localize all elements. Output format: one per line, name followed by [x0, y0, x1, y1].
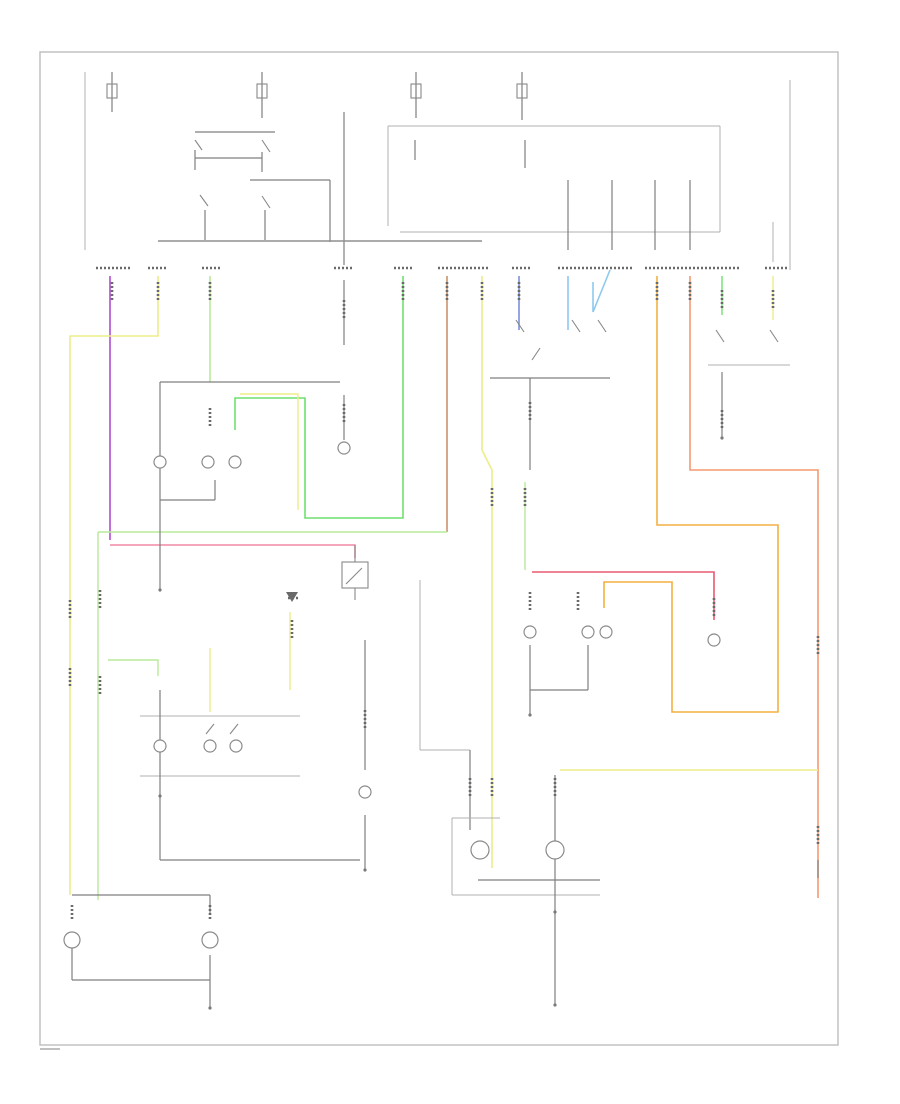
fuse-feed-1: [84, 72, 118, 250]
diagram-border: [39, 51, 839, 1046]
light-blue-wire: [567, 269, 611, 330]
lamp: [153, 739, 167, 753]
lamp: [599, 625, 613, 639]
lamp: [228, 455, 242, 469]
red-band: [532, 571, 715, 620]
diode: [286, 592, 298, 602]
orange-wire: [603, 276, 779, 713]
grounds: [158, 436, 724, 1010]
lamp: [153, 455, 167, 469]
lamp: [523, 625, 537, 639]
lamp: [581, 625, 595, 639]
yellow-lower-left: [209, 612, 291, 712]
lamp: [358, 785, 372, 799]
switches: [205, 319, 779, 735]
yellow-wire-left: [69, 276, 159, 895]
lamp: [201, 455, 215, 469]
lamp: [545, 840, 565, 860]
lamp: [470, 840, 490, 860]
lamps: [63, 441, 721, 949]
lamp: [707, 633, 721, 647]
green-band: [97, 531, 447, 900]
lamp: [203, 739, 217, 753]
yellow-center-wire: [481, 276, 493, 868]
yellow-lamp-wire: [240, 393, 299, 510]
fuse-feed-4: [516, 72, 528, 120]
lamp: [201, 931, 219, 949]
pink-band: [110, 544, 356, 558]
headlamp-switch-block: [194, 131, 331, 242]
lamp: [229, 739, 243, 753]
inline-connectors: [68, 282, 820, 920]
green-wire: [234, 276, 404, 519]
salmon-wire: [689, 276, 819, 898]
gray-wiring: [71, 280, 819, 1008]
green-lower-left: [108, 659, 159, 676]
lamp: [63, 931, 81, 949]
fuse-feed-3: [410, 72, 422, 118]
lamp: [337, 441, 351, 455]
instrument-cluster-box: [387, 125, 774, 262]
fuse-feed-2: [256, 72, 268, 118]
